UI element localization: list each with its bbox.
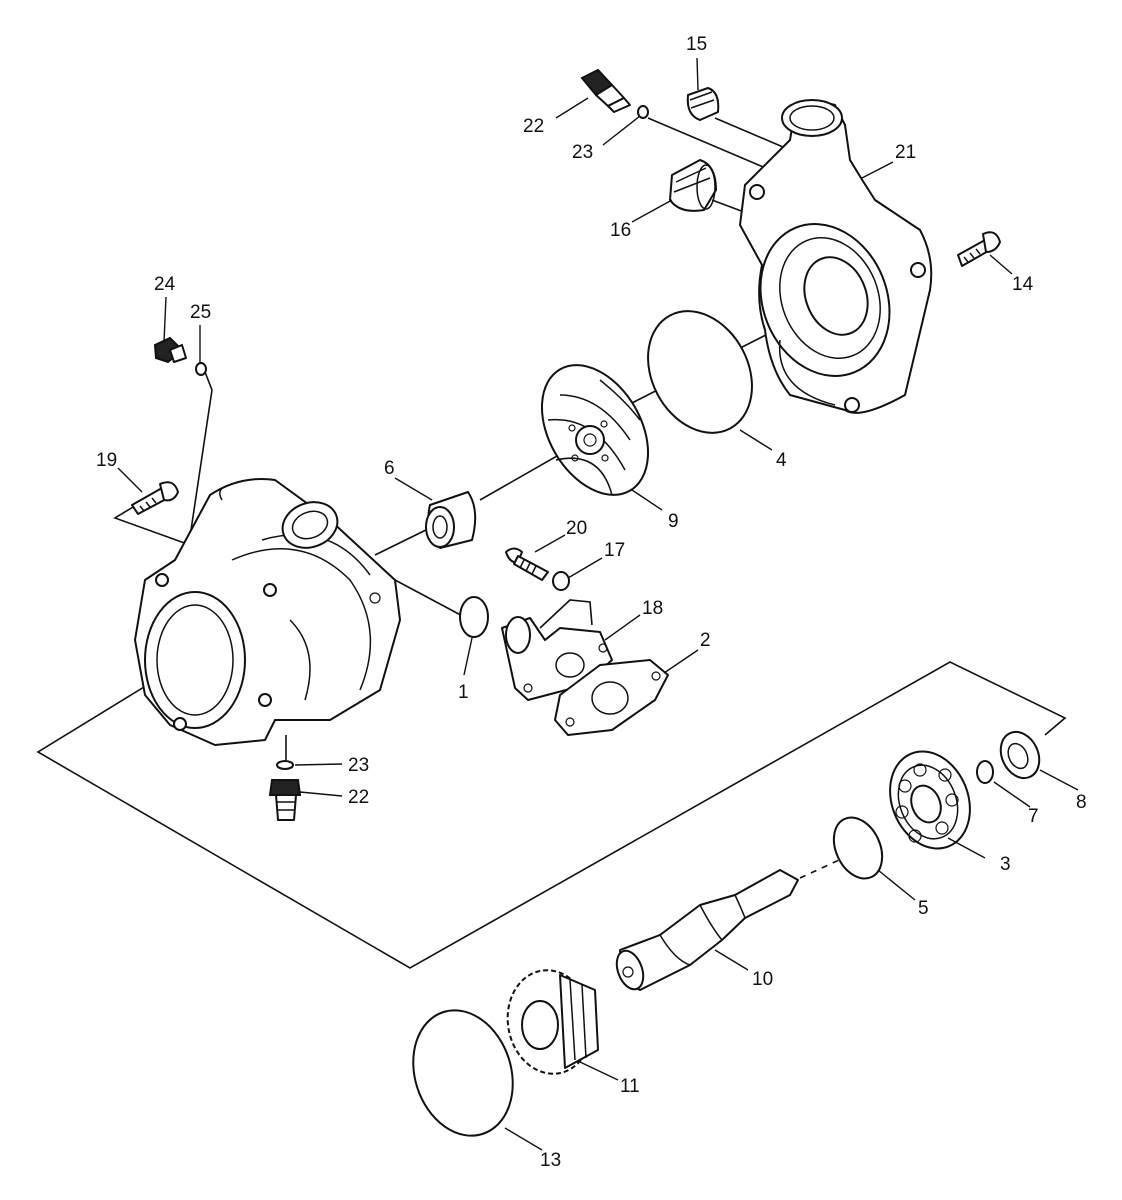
bolt-19 — [131, 481, 179, 515]
cap-15 — [686, 87, 720, 121]
bearing-3 — [889, 750, 971, 850]
callout-17: 17 — [604, 540, 625, 561]
gasket-1 — [459, 596, 489, 638]
callout-11: 11 — [620, 1076, 640, 1097]
callout-4: 4 — [776, 450, 787, 471]
seal-8 — [999, 730, 1041, 780]
assembly-bracket-20 — [539, 599, 593, 629]
snap-ring-7 — [976, 760, 994, 784]
washer-17 — [552, 571, 570, 591]
callout-23-lower: 23 — [348, 755, 369, 776]
assembly-line-23 — [647, 117, 776, 173]
callout-19: 19 — [96, 450, 117, 471]
leader-lines — [117, 57, 1079, 1151]
callout-25: 25 — [190, 302, 211, 323]
assembly-line-1 — [394, 579, 471, 621]
callout-23-upper: 23 — [572, 142, 593, 163]
callout-13: 13 — [540, 1150, 561, 1171]
callout-9: 9 — [668, 511, 679, 532]
callout-14: 14 — [1012, 274, 1034, 295]
callout-8: 8 — [1076, 792, 1087, 813]
washer-25 — [195, 362, 207, 376]
fitting-22-upper — [580, 68, 631, 113]
callout-2: 2 — [700, 630, 711, 651]
seal-6 — [425, 491, 477, 549]
assembly-outline-lower — [36, 661, 1067, 969]
shaft-10 — [615, 869, 799, 991]
cover-elbow — [739, 99, 933, 414]
washer-23-upper — [637, 105, 649, 119]
plug-24 — [153, 336, 187, 364]
assembly-line-15 — [714, 117, 791, 151]
o-ring-13 — [412, 1009, 514, 1137]
callout-18: 18 — [642, 598, 663, 619]
callout-20: 20 — [566, 518, 587, 539]
callout-10: 10 — [752, 969, 773, 990]
callout-5: 5 — [918, 898, 929, 919]
callout-1: 1 — [458, 682, 469, 703]
callout-6: 6 — [384, 458, 395, 479]
callout-3: 3 — [1000, 854, 1011, 875]
bolt-14 — [957, 231, 1001, 267]
assembly-line-25 — [187, 371, 213, 551]
pump-housing — [134, 478, 401, 746]
impeller-9 — [540, 364, 650, 496]
bolt-20 — [505, 547, 549, 581]
circlip-5 — [832, 816, 884, 880]
callout-21: 21 — [895, 142, 916, 163]
gear-11 — [506, 969, 599, 1075]
callout-16: 16 — [610, 220, 631, 241]
assembly-line-shaft — [799, 854, 851, 879]
callout-22-upper: 22 — [523, 116, 544, 137]
callout-24: 24 — [154, 274, 176, 295]
callout-7: 7 — [1028, 806, 1039, 827]
callout-labels: 15 22 23 21 16 14 24 25 19 6 9 4 20 17 1… — [96, 34, 1087, 1171]
nipple-22-lower — [268, 779, 302, 821]
gasket-2 — [554, 659, 669, 736]
callout-15: 15 — [686, 34, 707, 55]
plug-16 — [669, 159, 717, 212]
callout-22-lower: 22 — [348, 787, 369, 808]
washer-23-lower — [276, 760, 294, 770]
assembly-line-6 — [374, 527, 431, 556]
o-ring-4 — [647, 310, 753, 434]
